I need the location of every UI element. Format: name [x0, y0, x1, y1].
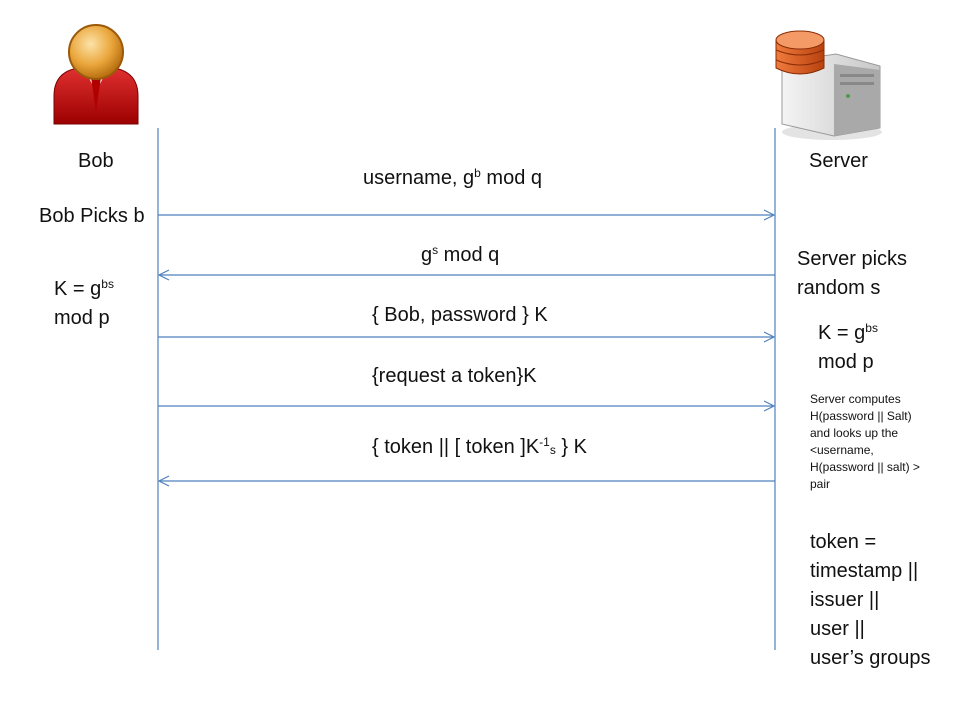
message-4-label: {request a token}K	[372, 365, 537, 387]
message-arrow-4	[158, 400, 776, 412]
user-person-icon	[53, 24, 139, 125]
token-definition-note: token = timestamp || issuer || user || u…	[810, 531, 931, 669]
bob-actor-label: Bob	[78, 150, 114, 172]
bob-key-note: K = gbs	[54, 277, 114, 300]
server-key-mod: mod p	[818, 351, 874, 373]
server-picks-note-line2: random s	[797, 277, 881, 299]
message-arrow-2	[157, 269, 775, 281]
message-arrow-1	[158, 209, 776, 221]
server-key-note: K = gbs	[818, 321, 878, 344]
server-computes-note: Server computes H(password || Salt) and …	[810, 392, 920, 491]
message-3-label: { Bob, password } K	[372, 304, 548, 326]
server-actor-label: Server	[809, 150, 868, 172]
server-picks-note-line1: Server picks	[797, 248, 908, 270]
bob-picks-note: Bob Picks b	[39, 205, 145, 227]
message-arrow-5	[157, 475, 775, 487]
message-1-label: username, gb mod q	[363, 166, 543, 189]
message-5-label: { token || [ token ]K-1s } K	[372, 435, 587, 458]
message-arrow-3	[158, 331, 776, 343]
bob-key-mod: mod p	[54, 307, 110, 329]
server-tower-icon	[775, 30, 882, 140]
message-2-label: gs mod q	[421, 243, 500, 266]
